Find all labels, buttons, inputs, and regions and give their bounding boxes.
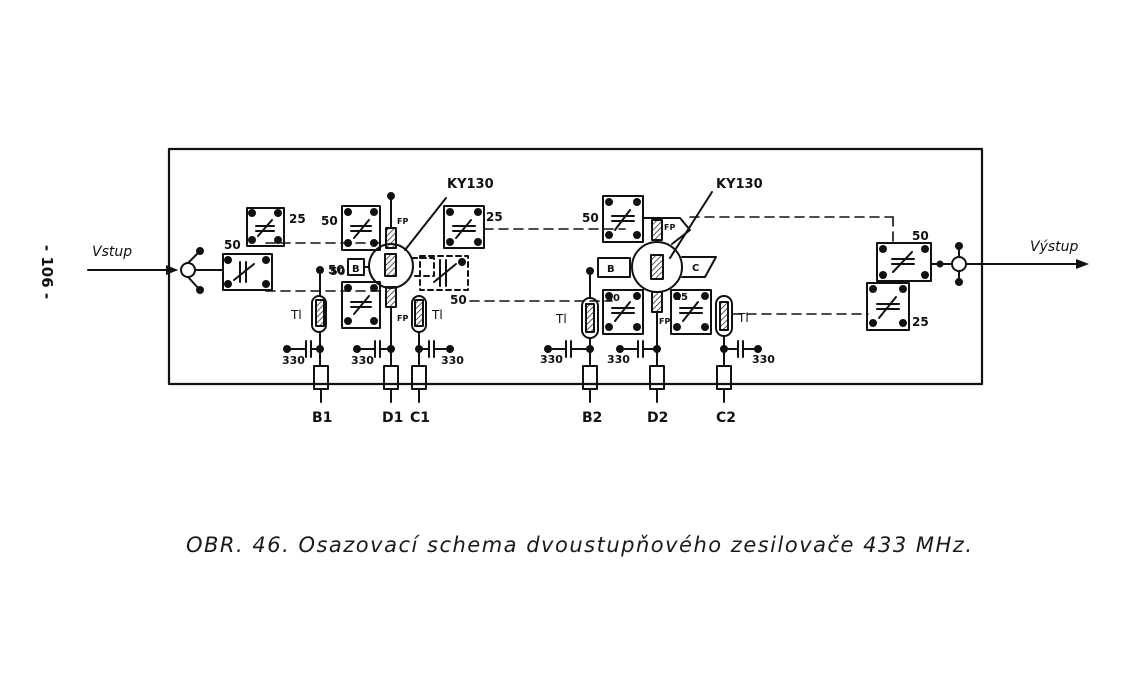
choke-b2 — [581, 267, 599, 367]
terminal-d1-label: D1 — [382, 410, 403, 426]
trimmer-25-stage1-output — [443, 205, 485, 249]
input-connector-icon — [180, 247, 223, 294]
transistor-1-label: KY130 — [447, 177, 494, 192]
label-330-a: 330 — [282, 354, 305, 367]
label-25-b: 25 — [486, 210, 503, 224]
trimmer-50-stage2-input — [602, 195, 644, 243]
transistor-2-label: KY130 — [716, 177, 763, 192]
label-fp-3: FP — [664, 223, 675, 232]
label-50-e: 50 — [330, 265, 346, 278]
page-number: - 106 - — [38, 245, 56, 299]
label-25-d: 25 — [912, 315, 929, 329]
label-330-c: 330 — [441, 354, 464, 367]
label-fp-2: FP — [397, 314, 408, 323]
label-50-c: 50 — [328, 263, 345, 277]
label-25-a: 25 — [289, 212, 306, 226]
label-50-g: 50 — [606, 293, 620, 304]
label-330-f: 330 — [752, 353, 775, 366]
fp-resistor-top-1 — [385, 227, 397, 249]
terminal-c1 — [411, 365, 427, 403]
capacitor-330-b2 — [544, 340, 594, 358]
label-fp-1: FP — [397, 217, 408, 226]
trimmer-50-output — [876, 242, 932, 282]
label-50-a: 50 — [224, 238, 241, 252]
trimmer-50-stage2-bottom — [602, 289, 644, 335]
trimmer-50-stage1-input — [222, 253, 273, 291]
label-b-2: B — [607, 264, 615, 275]
trimmer-50-stage1-output — [419, 255, 469, 291]
fp-resistor-bot-2 — [651, 291, 663, 313]
terminal-b2 — [582, 365, 598, 403]
terminal-d2-label: D2 — [647, 410, 668, 426]
terminal-c2-label: C2 — [716, 410, 736, 426]
figure-caption: OBR. 46. Osazovací schema dvoustupňového… — [186, 533, 974, 557]
label-c-1: C — [692, 263, 699, 274]
choke-c1 — [411, 295, 427, 367]
capacitor-330-c1 — [415, 340, 454, 358]
label-fp-4: FP — [659, 317, 670, 326]
fp-resistor-top-2 — [651, 219, 663, 241]
output-connector-icon — [930, 242, 967, 286]
terminal-d1 — [383, 365, 399, 403]
output-label: Výstup — [1030, 239, 1079, 255]
label-b-1: B — [352, 264, 360, 275]
label-50-h: 50 — [912, 229, 929, 243]
terminal-c2 — [716, 365, 732, 403]
label-50-b: 50 — [321, 214, 338, 228]
input-label: Vstup — [92, 244, 132, 260]
label-50-f: 50 — [582, 211, 599, 225]
label-tl-3: Tl — [555, 312, 567, 326]
capacitor-330-d1 — [353, 340, 395, 358]
trimmer-25-stage2-bottom — [670, 289, 712, 335]
terminal-b1 — [313, 365, 329, 403]
label-tl-1: Tl — [290, 308, 302, 322]
transistor-2-icon — [597, 191, 717, 293]
label-330-b: 330 — [351, 354, 374, 367]
transistor-1-icon — [347, 197, 447, 289]
dashed-interconnects — [265, 216, 894, 315]
label-50-d: 50 — [450, 293, 467, 307]
label-330-e: 330 — [607, 353, 630, 366]
capacitor-330-b1 — [283, 340, 324, 358]
trimmer-25-stage1-input — [246, 207, 285, 247]
fp-resistor-bot-1 — [385, 286, 397, 308]
terminal-b1-label: B1 — [312, 410, 332, 426]
terminal-d2 — [649, 365, 665, 403]
terminal-b2-label: B2 — [582, 410, 602, 426]
capacitor-330-d2 — [616, 340, 661, 358]
choke-c2 — [715, 295, 733, 367]
label-25-c: 25 — [674, 292, 688, 303]
label-tl-4: Tl — [737, 311, 749, 325]
label-330-d: 330 — [540, 353, 563, 366]
terminal-c1-label: C1 — [410, 410, 430, 426]
trimmer-25-output — [866, 282, 910, 331]
capacitor-330-c2 — [720, 340, 762, 358]
label-tl-2: Tl — [431, 308, 443, 322]
trimmer-stage1-bottom — [341, 281, 381, 329]
